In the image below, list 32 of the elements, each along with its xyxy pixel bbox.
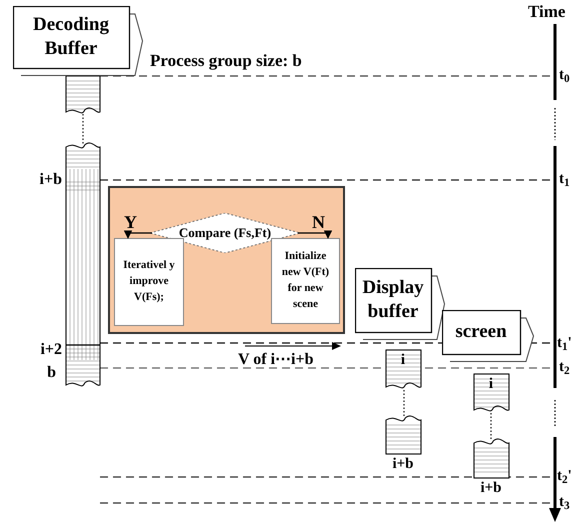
text-label: t$_{2}$' [557, 467, 573, 486]
text-label: t$_{1}$ [559, 170, 571, 189]
box-title: Decoding Buffer [32, 13, 110, 61]
text-label: t$_{2}$ [559, 358, 571, 377]
edge-label: Y [124, 213, 137, 231]
text-label: Time [528, 1, 566, 22]
text-label: Process group size: b [150, 50, 303, 72]
text-label: i [488, 375, 494, 394]
process-box [114, 238, 184, 326]
tag-box [355, 268, 445, 340]
process-panel [108, 186, 345, 334]
text-label: t$_{0}$ [559, 66, 571, 85]
text-label: b [46, 363, 56, 383]
flow-arrow [298, 230, 332, 239]
decision-text: Compare (Fs,Ft) [178, 224, 272, 242]
box-title: screen [455, 320, 507, 344]
process-text: Initialize new V(Ft) for new scene [280, 249, 330, 312]
process-text: Iterativel y improve V(Fs); [122, 258, 176, 305]
edge-label: N [312, 213, 325, 231]
text-label: t$_{3}$ [559, 493, 571, 512]
text-label: i+b [38, 170, 62, 190]
box-title: Display buffer [361, 276, 425, 324]
text-label: i+b [479, 479, 503, 498]
tag-box [13, 6, 143, 76]
text-label: i+b [391, 455, 415, 474]
text-label: V of i⋯i+b [238, 350, 314, 370]
text-label: i+2 [39, 340, 62, 360]
process-box [271, 238, 340, 324]
text-label: i [400, 351, 406, 370]
tag-box [442, 310, 534, 362]
text-label: t$_{1}$' [557, 334, 573, 353]
flow-arrow [124, 230, 152, 239]
